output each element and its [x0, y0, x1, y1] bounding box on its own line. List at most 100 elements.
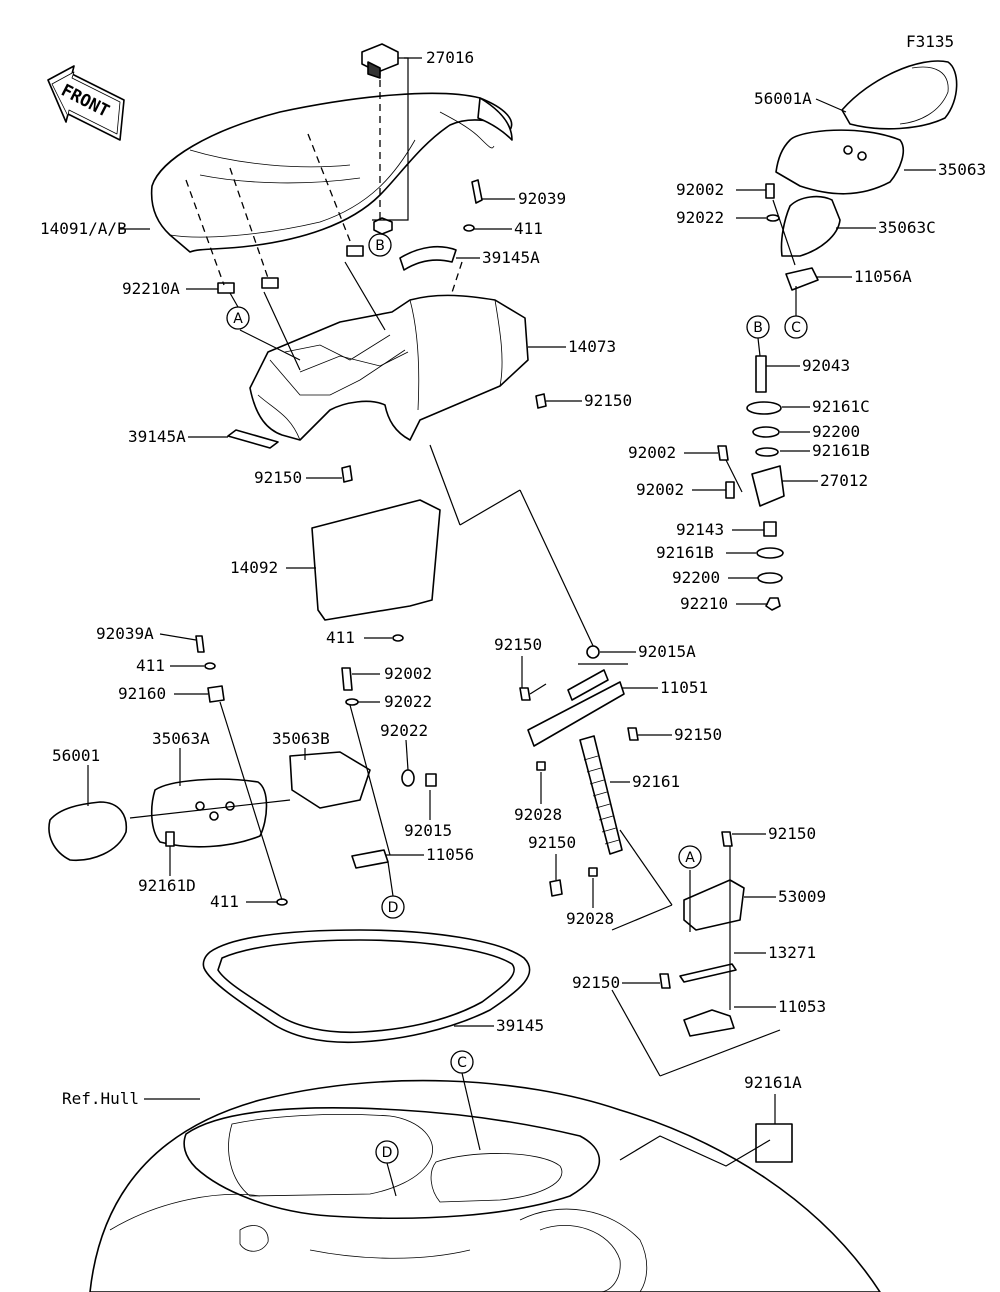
- svg-text:B: B: [375, 238, 385, 254]
- part-label: 27012: [820, 471, 868, 490]
- callout-b: B: [368, 233, 392, 257]
- seal-strip-39145a: [399, 245, 457, 271]
- clip-icon: [346, 245, 364, 257]
- bracket-35063c: [780, 195, 841, 257]
- screw-92150-icon: [721, 831, 733, 847]
- washer-92161b-icon: [756, 547, 784, 559]
- washer-411-icon: [463, 224, 475, 232]
- leader-line: [725, 459, 743, 493]
- part-label: 53009: [778, 887, 826, 906]
- part-label: 27016: [426, 48, 474, 67]
- leader-line: [461, 1072, 481, 1151]
- part-label: 92160: [118, 684, 166, 703]
- figure-code: F3135: [906, 32, 954, 51]
- part-label: 11056: [426, 845, 474, 864]
- part-label: 39145: [496, 1016, 544, 1035]
- svg-text:D: D: [388, 900, 399, 916]
- part-label: 39145A: [128, 427, 186, 446]
- leader-line: [429, 444, 461, 526]
- part-label: 92161B: [812, 441, 870, 460]
- mirror-56001a: [841, 60, 958, 130]
- bolt-92039a-icon: [195, 635, 205, 653]
- part-label: 92028: [566, 909, 614, 928]
- part-label: 92200: [672, 568, 720, 587]
- seal-strip-39145a-lower: [227, 429, 279, 449]
- mirror-cover-35063: [775, 129, 905, 195]
- bracket-11051: [527, 681, 625, 747]
- part-label: 35063B: [272, 729, 330, 748]
- part-label: 92161B: [656, 543, 714, 562]
- washer-92022-icon: [401, 769, 415, 787]
- hole-icon: [843, 145, 853, 155]
- plate-13271: [679, 963, 737, 983]
- screw-92150-icon: [659, 973, 671, 989]
- leader-line: [386, 1162, 397, 1197]
- label-leaders: [87, 57, 936, 1124]
- mirror-glass-icon: [899, 66, 949, 125]
- part-label: 92002: [676, 180, 724, 199]
- part-label: 14091/A/B: [40, 219, 127, 238]
- leader-line: [344, 261, 386, 331]
- part-label: 11053: [778, 997, 826, 1016]
- part-label: 92002: [636, 480, 684, 499]
- washer-411-icon: [392, 634, 404, 642]
- leader-line: [619, 829, 673, 906]
- bolt-92002-icon: [717, 445, 729, 461]
- leader-line: [349, 704, 391, 856]
- part-label: 92161: [632, 772, 680, 791]
- leader-line: [519, 489, 596, 651]
- part-label: 14073: [568, 337, 616, 356]
- screw-92150-lower-icon: [341, 465, 353, 483]
- part-label: 92150: [572, 973, 620, 992]
- hole-icon: [857, 151, 867, 161]
- nut-92015-icon: [425, 773, 437, 787]
- collar-92143-icon: [763, 521, 777, 537]
- hull-ref: [89, 1079, 881, 1292]
- part-label: 92150: [254, 468, 302, 487]
- part-label: 92143: [676, 520, 724, 539]
- rubber-92161d-icon: [165, 831, 175, 847]
- leader-line: [772, 199, 796, 266]
- clip-92210a-icon: [217, 282, 235, 294]
- part-label: 92022: [384, 692, 432, 711]
- nut-92015a-icon: [586, 645, 600, 659]
- part-label: 92210A: [122, 279, 180, 298]
- hole-icon: [209, 811, 219, 821]
- bracket-35063b: [289, 751, 371, 809]
- part-label: 56001: [52, 746, 100, 765]
- part-label: 411: [210, 892, 239, 911]
- hole-icon: [195, 801, 205, 811]
- part-label: 11051: [660, 678, 708, 697]
- nut-92210-icon: [765, 597, 781, 611]
- part-label: 92022: [380, 721, 428, 740]
- part-label: 92161C: [812, 397, 870, 416]
- part-label: 92015: [404, 821, 452, 840]
- part-label: 92150: [674, 725, 722, 744]
- leader-line: [185, 179, 225, 286]
- seat-14091: [150, 92, 513, 253]
- screw-92150-icon: [627, 727, 639, 741]
- washer-92200-icon: [757, 572, 783, 584]
- part-label: 411: [514, 219, 543, 238]
- part-label: 56001A: [754, 89, 812, 108]
- leader-line: [263, 291, 301, 371]
- part-label: 92043: [802, 356, 850, 375]
- washer-411-icon: [204, 662, 216, 670]
- bolt-92002-icon: [765, 183, 775, 199]
- grommet-92160-icon: [207, 685, 225, 703]
- storage-tray-14073: [249, 294, 529, 441]
- plate-11056: [351, 849, 389, 869]
- stud-92043-icon: [755, 355, 767, 393]
- leader-line: [387, 861, 394, 897]
- washer-92022-icon: [345, 698, 359, 706]
- part-label: 92150: [768, 824, 816, 843]
- part-label: 92161A: [744, 1073, 802, 1092]
- callout-a: A: [226, 306, 250, 330]
- part-label: 35063: [938, 160, 986, 179]
- part-label: 411: [136, 656, 165, 675]
- panel-14092: [311, 499, 441, 621]
- part-label: 92002: [628, 443, 676, 462]
- collar-92028-icon: [536, 761, 546, 771]
- bracket-tab-icon: [567, 669, 609, 701]
